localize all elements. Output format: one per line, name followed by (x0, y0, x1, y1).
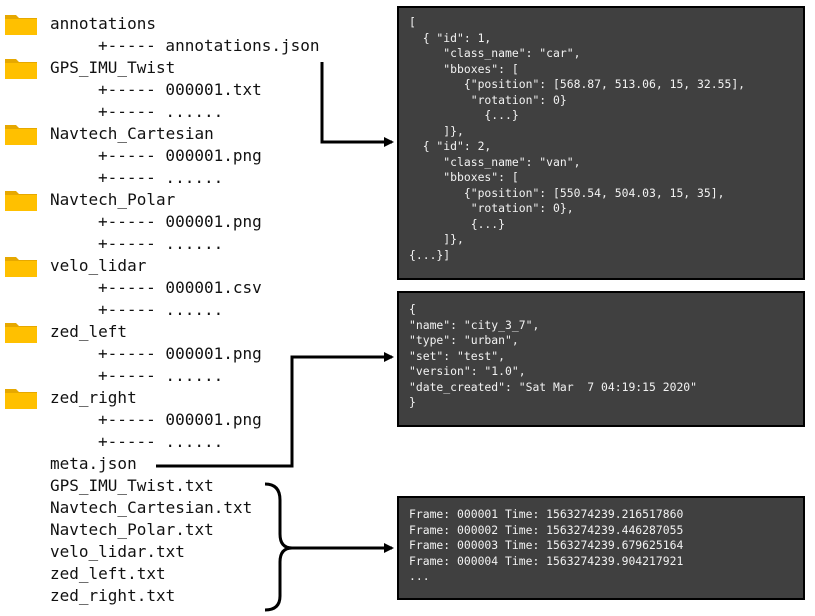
folder-icon (5, 191, 37, 211)
code-line: { "id": 1, (409, 30, 492, 45)
meta-json-panel: {"name": "city_3_7","type": "urban","set… (397, 291, 805, 427)
folder-name: zed_left (50, 322, 128, 341)
root-file: zed_right.txt (50, 586, 176, 605)
file-entry: +----- ...... (98, 366, 224, 385)
file-entry: +----- ...... (98, 168, 224, 187)
file-entry: +----- annotations.json (98, 36, 320, 55)
folder-icon (5, 15, 37, 35)
root-file: zed_left.txt (50, 564, 166, 583)
file-entry: +----- 000001.png (98, 212, 262, 231)
code-line: [ (409, 15, 416, 29)
folder-icon (5, 323, 37, 343)
code-line: "version": "1.0", (409, 364, 526, 378)
file-entry: +----- ...... (98, 432, 224, 451)
code-line: Frame: 000004 Time: 1563274239.904217921 (409, 553, 684, 568)
annotations-json-panel: [ { "id": 1, "class_name": "car", "bboxe… (397, 6, 805, 280)
code-line: "date_created": "Sat Mar 7 04:19:15 2020… (409, 379, 698, 394)
timestamps-brace (264, 482, 293, 612)
code-line: ]}, (409, 232, 464, 246)
code-line: Frame: 000003 Time: 1563274239.679625164 (409, 538, 684, 552)
code-line: } (409, 395, 416, 409)
code-line: "bboxes": [ (409, 170, 519, 184)
root-file: meta.json (50, 454, 137, 473)
code-line: "name": "city_3_7", (409, 317, 540, 332)
code-line: "set": "test", (409, 348, 506, 363)
file-entry: +----- ...... (98, 300, 224, 319)
code-line: "class_name": "van", (409, 154, 581, 169)
code-line: ... (409, 569, 430, 583)
folder-name: annotations (50, 14, 156, 33)
root-file: Navtech_Polar.txt (50, 520, 214, 539)
file-entry: +----- 000001.csv (98, 278, 262, 297)
folder-name: velo_lidar (50, 256, 147, 275)
file-entry: +----- ...... (98, 102, 224, 121)
code-line: "class_name": "car", (409, 46, 581, 60)
code-line: "type": "urban", (409, 333, 519, 347)
code-line: ]}, (409, 123, 464, 138)
folder-icon (5, 125, 37, 145)
code-line: {"position": [568.87, 513.06, 15, 32.55]… (409, 77, 746, 91)
code-line: "rotation": 0} (409, 92, 567, 107)
folder-icon (5, 257, 37, 277)
annotations-arrow (320, 62, 394, 147)
folder-name: zed_right (50, 388, 137, 407)
folder-name: GPS_IMU_Twist (50, 58, 176, 77)
code-line: "rotation": 0}, (409, 201, 574, 215)
code-line: Frame: 000001 Time: 1563274239.216517860 (409, 507, 684, 521)
folder-name: Navtech_Polar (50, 190, 176, 209)
root-file: velo_lidar.txt (50, 542, 185, 561)
code-line: {"position": [550.54, 504.03, 15, 35], (409, 185, 725, 200)
code-line: {...}] (409, 247, 451, 262)
timestamps-txt-panel: Frame: 000001 Time: 1563274239.216517860… (397, 496, 805, 600)
folder-icon (5, 389, 37, 409)
code-line: Frame: 000002 Time: 1563274239.446287055 (409, 522, 684, 537)
file-entry: +----- 000001.png (98, 344, 262, 363)
folder-icon (5, 59, 37, 79)
file-entry: +----- 000001.txt (98, 80, 262, 99)
file-entry: +----- 000001.png (98, 410, 262, 429)
code-line: {...} (409, 216, 506, 231)
folder-name: Navtech_Cartesian (50, 124, 214, 143)
code-line: "bboxes": [ (409, 61, 519, 76)
code-line: { (409, 302, 416, 316)
code-line: { "id": 2, (409, 139, 492, 153)
root-file: GPS_IMU_Twist.txt (50, 476, 214, 495)
root-file: Navtech_Cartesian.txt (50, 498, 253, 517)
code-line: {...} (409, 108, 519, 122)
file-entry: +----- ...... (98, 234, 224, 253)
file-entry: +----- 000001.png (98, 146, 262, 165)
